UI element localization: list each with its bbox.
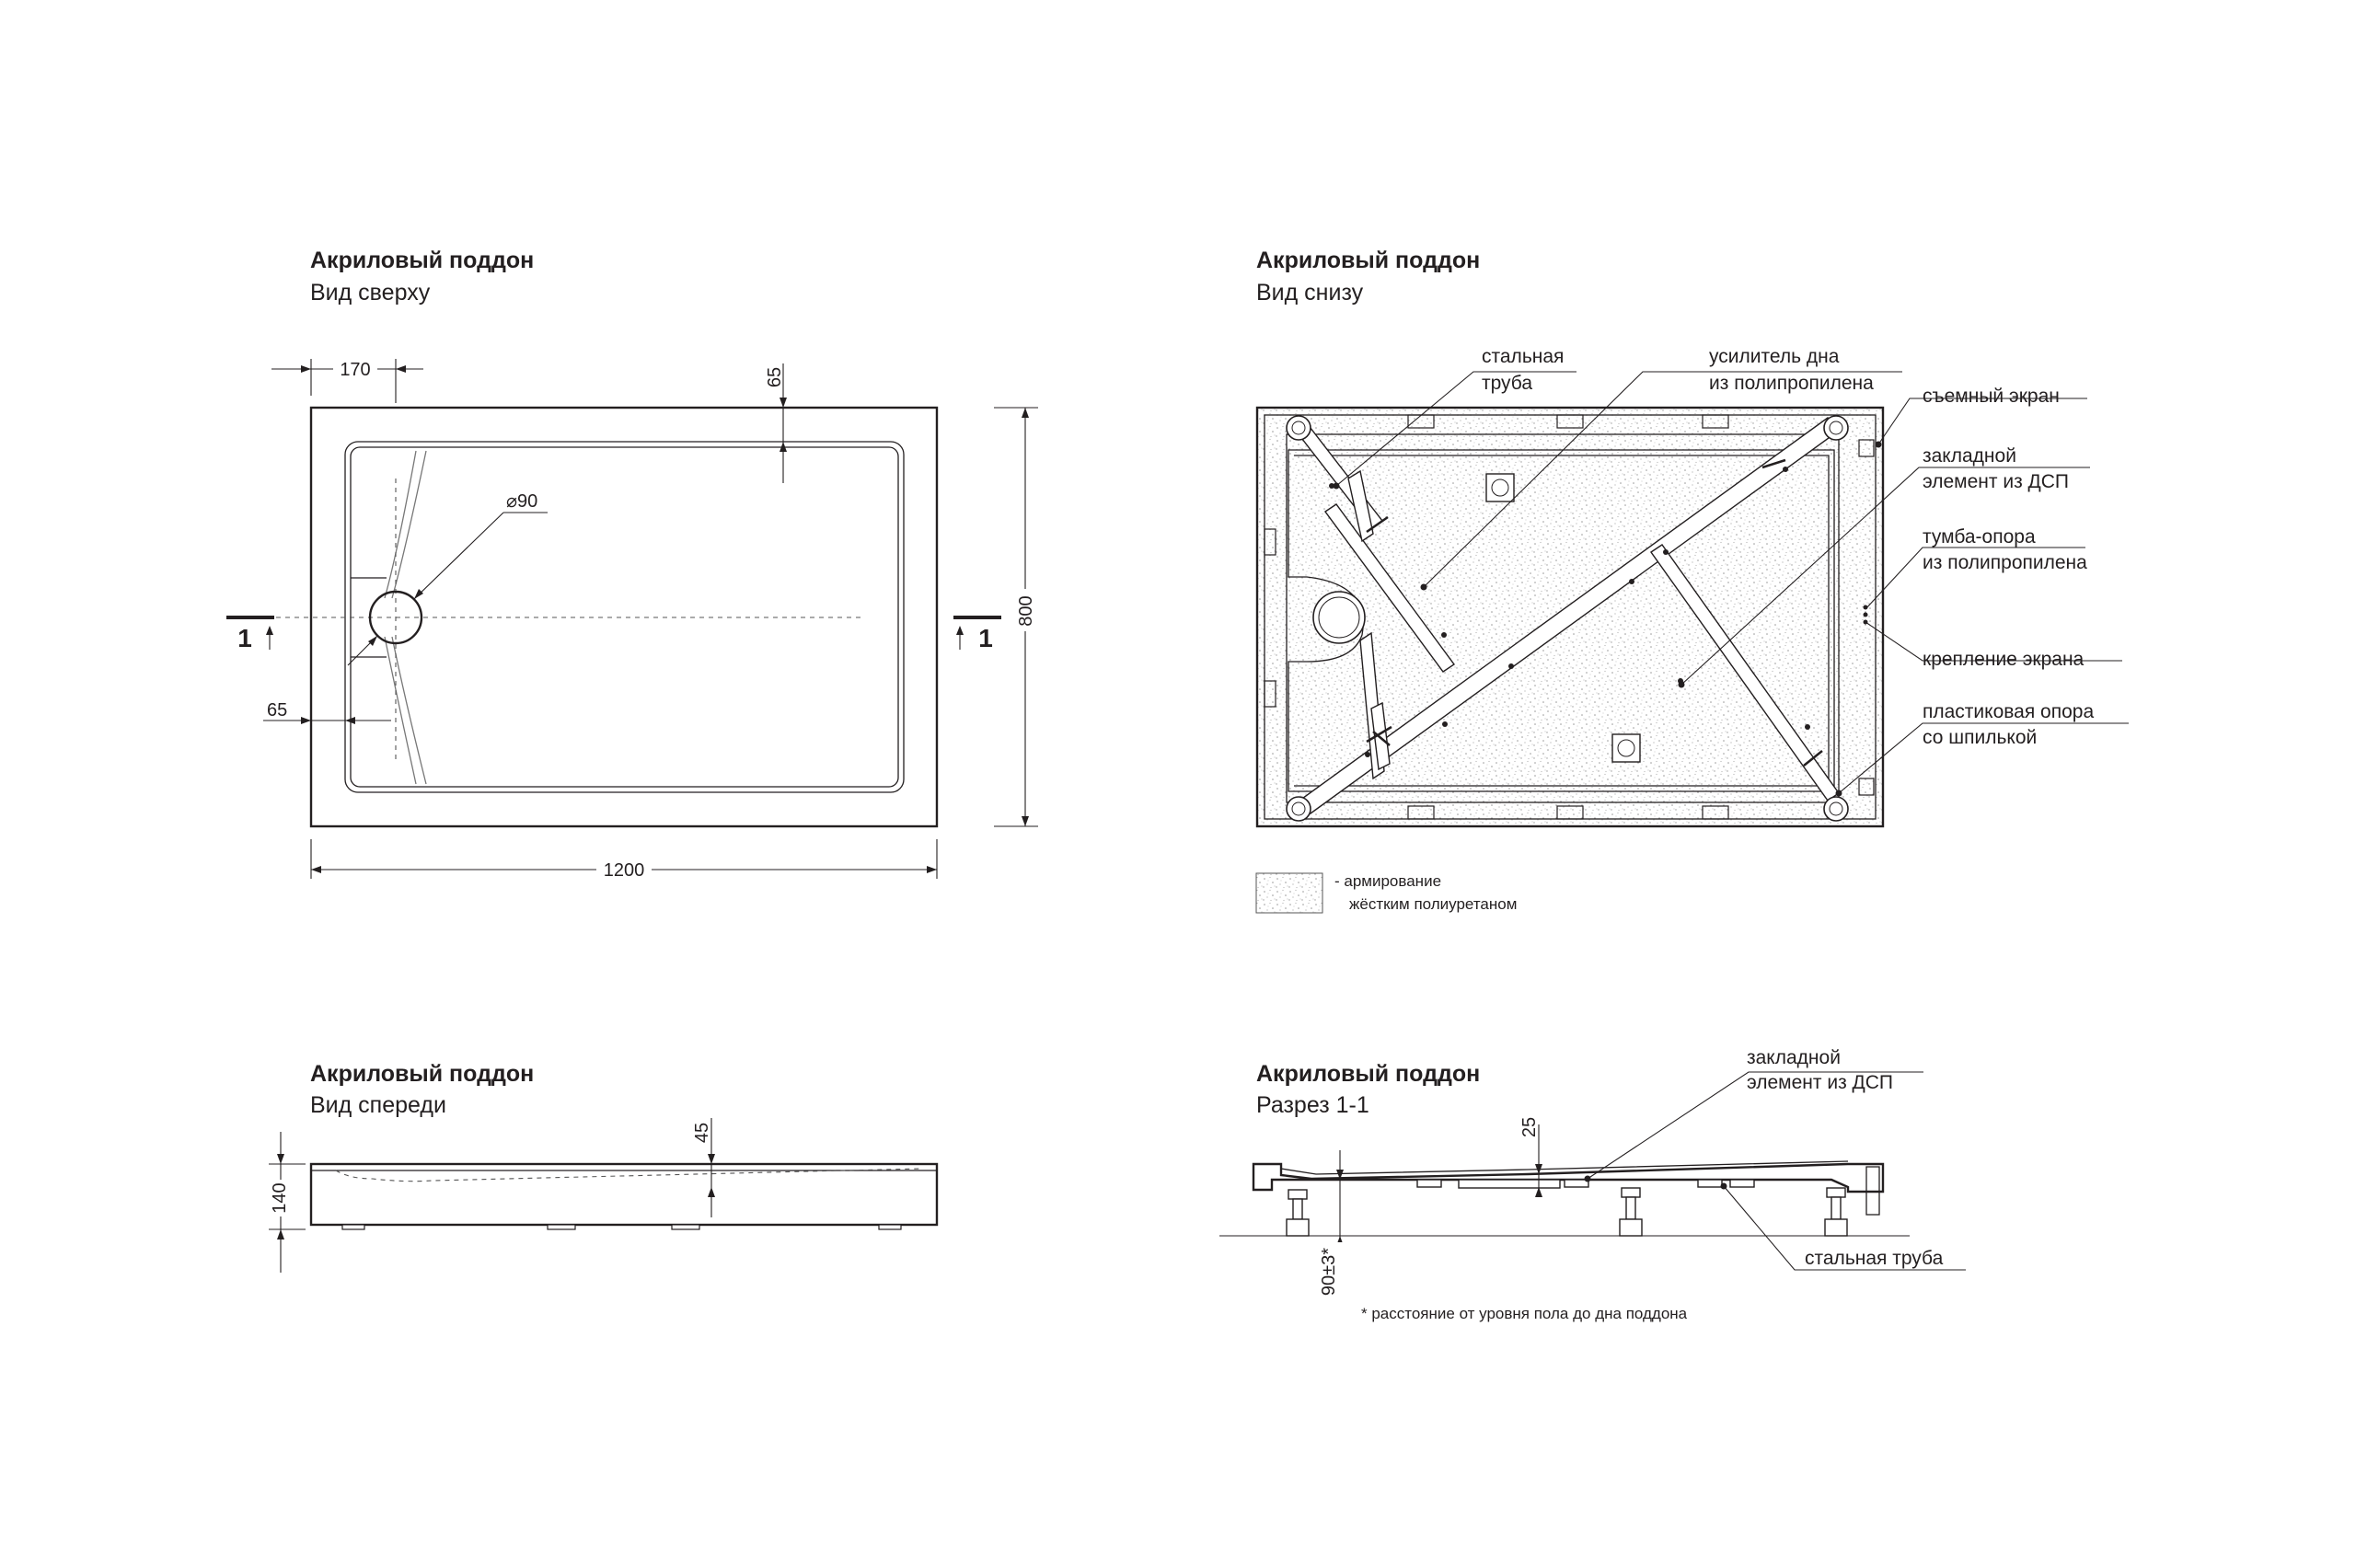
bottom-view-subtitle: Вид снизу [1256,280,1364,306]
callout-dot [1584,1175,1591,1182]
polypropylene-reinforcement [1324,503,1455,673]
label-reinforcement-1: усилитель дна [1709,346,1840,367]
slope-line [384,450,417,599]
front-feet [341,1224,902,1230]
corner-supports [1286,415,1849,822]
slope-line [391,636,427,785]
arrow [1022,816,1029,826]
label-section-embedded-2: элемент из ДСП [1747,1072,1893,1093]
label-removable-screen: съемный экран [1923,386,2060,407]
arrow [396,365,406,373]
embedded-plates [1485,473,1641,763]
label-steel-tube-1: стальная [1482,346,1564,367]
tray-section-inner [1280,1160,1849,1175]
dim-65-top-label: 65 [765,367,785,387]
front-view: Акриловый поддон Вид спереди 45 140 [269,1061,939,1273]
arrow [345,717,355,724]
arrow [414,589,423,599]
screen-section [1865,1166,1880,1216]
section-legs [1286,1187,1848,1237]
bottom-view-title: Акриловый поддон [1256,248,1480,273]
dim-140-label: 140 [270,1182,290,1213]
arrow [708,1187,715,1197]
slope-line [391,450,427,599]
bowl-outline-bottom [1288,449,1835,792]
arrow [368,636,377,646]
bowl-hidden-line [335,1168,921,1182]
arrow [1535,1187,1542,1197]
dim-800-label: 800 [1016,595,1036,626]
front-view-title: Акриловый поддон [310,1061,534,1087]
drain-bottom-inner [1318,596,1360,639]
section-view-title: Акриловый поддон [1256,1061,1480,1087]
arrow [1022,408,1029,418]
bowl-inner-bottom [1294,455,1830,787]
label-pedestal-1: тумба-опора [1923,526,2036,548]
section-mark-left-label: 1 [237,624,252,652]
leader-drain [413,512,504,600]
dim-65-side-label: 65 [267,700,287,721]
drain-bottom [1312,591,1366,644]
top-view-subtitle: Вид сверху [310,280,431,306]
legend-swatch [1255,872,1323,914]
label-section-steel-tube: стальная труба [1805,1248,1944,1269]
dim-45-label: 45 [692,1123,712,1143]
label-embedded-2: элемент из ДСП [1923,471,2069,492]
label-section-embedded-1: закладной [1747,1047,1841,1068]
front-view-subtitle: Вид спереди [310,1092,446,1118]
legend-line-1: - армирование [1334,872,1441,890]
dim-1200-label: 1200 [604,860,645,881]
arrow [1336,1170,1344,1180]
legend-line-2: жёстким полиуретаном [1349,895,1517,913]
label-steel-tube-2: труба [1482,373,1532,394]
callout-dots [1333,441,1882,797]
label-plastic-support-1: пластиковая опора [1923,701,2094,722]
callout-dot [1720,1182,1727,1190]
screen-mounts [1264,414,1875,820]
drain-hole [368,590,423,645]
callout-leaders [1335,371,2129,794]
tray-front [309,1162,939,1227]
polypropylene-reinforcement [1370,701,1391,771]
arrow [301,365,311,373]
slope-line [384,636,417,785]
section-mark-right-label: 1 [978,624,993,652]
arrow [266,626,273,635]
arrow [780,398,787,408]
tray-section [1252,1162,1885,1193]
top-view: Акриловый поддон Вид сверху 170 65 [226,248,1038,881]
tray-outline-top [309,406,939,828]
dim-25-label: 25 [1519,1117,1540,1137]
footnote: * расстояние от уровня пола до дна поддо… [1361,1305,1688,1322]
arrow [1535,1164,1542,1174]
arrow [301,717,311,724]
arrow [311,866,321,873]
polypropylene-reinforcement [1347,469,1374,543]
leader-section-tube [1723,1185,1966,1271]
arrow [277,1154,284,1164]
dim-170-label: 170 [340,360,370,380]
bottom-view: Акриловый поддон Вид снизу [1255,248,2129,914]
label-screen-mount: крепление экрана [1923,649,2085,670]
label-plastic-support-2: со шпилькой [1923,727,2037,748]
arrow [780,442,787,452]
arrow [927,866,937,873]
arrow [708,1154,715,1164]
arrow [956,626,964,635]
arrow [277,1229,284,1239]
top-view-title: Акриловый поддон [310,248,534,273]
label-reinforcement-2: из полипропилена [1709,373,1874,394]
dim-diameter-label: ⌀90 [506,491,537,512]
leader-section-embedded [1587,1071,1923,1180]
section-view-subtitle: Разрез 1-1 [1256,1092,1369,1118]
section-tubes [1416,1179,1755,1189]
label-embedded-1: закладной [1923,445,2016,467]
label-pedestal-2: из полипропилена [1923,552,2087,573]
section-view: Акриловый поддон Разрез 1-1 [1219,1047,1966,1322]
rim-band [1286,433,1840,803]
dim-90-label: 90±3* [1319,1248,1339,1296]
tube-brackets [1366,458,1823,767]
